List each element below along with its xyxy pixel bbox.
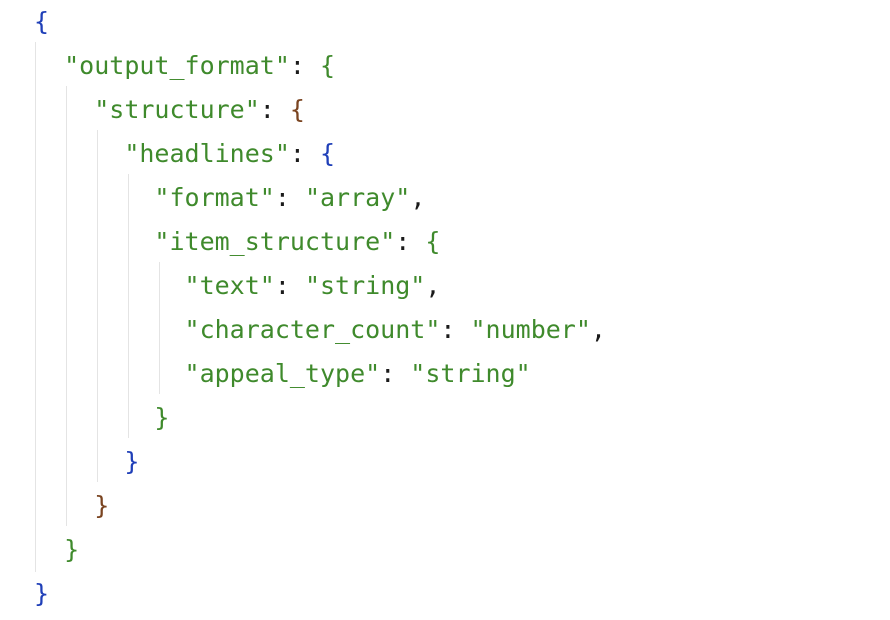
json-value: "number"	[470, 315, 591, 344]
code-line-8: "character_count": "number",	[34, 308, 606, 352]
brace-open: {	[34, 7, 50, 36]
json-key: "headlines"	[124, 139, 290, 168]
json-key: "structure"	[94, 95, 260, 124]
comma: ,	[425, 271, 441, 300]
indent-guide-level-5	[159, 262, 160, 394]
colon: :	[274, 183, 305, 212]
code-line-2: "output_format": {	[34, 44, 335, 88]
indent-guide-level-4	[128, 174, 129, 438]
code-line-1: {	[34, 0, 49, 44]
colon: :	[395, 227, 426, 256]
brace-close: }	[154, 403, 170, 432]
code-line-11: }	[34, 440, 139, 484]
brace-close: }	[124, 447, 140, 476]
code-line-4: "headlines": {	[34, 132, 335, 176]
comma: ,	[410, 183, 426, 212]
brace-open: {	[289, 95, 305, 124]
json-key: "text"	[184, 271, 275, 300]
indent-guide-level-2	[66, 86, 67, 526]
brace-open: {	[320, 51, 336, 80]
colon: :	[259, 95, 290, 124]
brace-close: }	[94, 491, 110, 520]
json-value: "string"	[410, 359, 531, 388]
colon: :	[289, 139, 320, 168]
code-line-12: }	[34, 484, 109, 528]
code-line-10: }	[34, 396, 169, 440]
colon: :	[380, 359, 411, 388]
code-line-14: }	[34, 572, 49, 616]
json-value: "array"	[304, 183, 411, 212]
indent-guide-level-1	[35, 42, 36, 572]
code-line-13: }	[34, 528, 79, 572]
comma: ,	[590, 315, 606, 344]
json-key: "output_format"	[64, 51, 290, 80]
brace-close: }	[34, 579, 50, 608]
brace-open: {	[320, 139, 336, 168]
brace-close: }	[64, 535, 80, 564]
code-line-7: "text": "string",	[34, 264, 441, 308]
colon: :	[274, 271, 305, 300]
json-key: "format"	[154, 183, 275, 212]
colon: :	[289, 51, 320, 80]
brace-open: {	[425, 227, 441, 256]
indent-guide-level-3	[97, 130, 98, 482]
json-key: "item_structure"	[154, 227, 396, 256]
json-key: "character_count"	[184, 315, 441, 344]
json-key: "appeal_type"	[184, 359, 381, 388]
code-line-6: "item_structure": {	[34, 220, 440, 264]
code-line-5: "format": "array",	[34, 176, 425, 220]
code-line-3: "structure": {	[34, 88, 305, 132]
json-value: "string"	[304, 271, 426, 300]
code-line-9: "appeal_type": "string"	[34, 352, 531, 396]
colon: :	[440, 315, 471, 344]
